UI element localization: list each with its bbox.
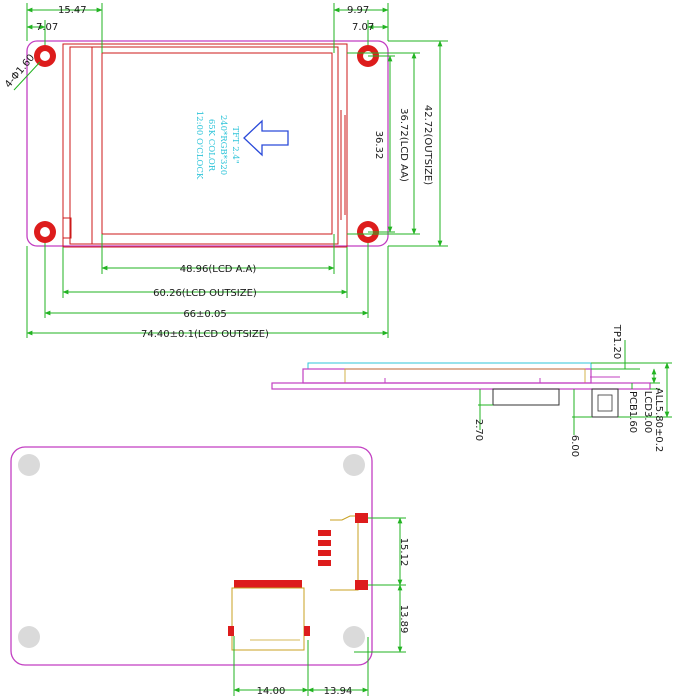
dim-spacing-bottom: 13.89 xyxy=(398,605,409,634)
dim-lcd-aa-width: 48.96(LCD A.A) xyxy=(180,264,257,275)
dim-left-hole: 7.07 xyxy=(36,22,58,33)
bottom-hole-bl xyxy=(18,626,40,648)
dim-spacing-top: 15.12 xyxy=(398,538,409,567)
lcd-outline xyxy=(62,43,348,248)
dim-connector2-height: 6.00 xyxy=(569,435,580,457)
bottom-hole-tr xyxy=(343,454,365,476)
bottom-pcb-outline xyxy=(10,446,373,666)
fpc-connector xyxy=(228,580,310,651)
side-pcb xyxy=(271,382,651,390)
dim-bottom-right: 13.94 xyxy=(324,686,353,697)
touch-panel xyxy=(307,362,592,370)
dim-all: ALL5.80±0.2 xyxy=(653,388,664,453)
dim-connector-height: 2.70 xyxy=(473,419,484,441)
side-view: TP1.20 ALL5.80±0.2 LCD3.00 PCB1.60 2.70 … xyxy=(271,324,672,457)
mounting-hole-tl xyxy=(34,45,56,67)
orientation-arrow-icon xyxy=(243,119,289,157)
dim-outside-height: 42.72(OUTSIZE) xyxy=(422,105,433,185)
hole-label: 4-Φ1.60 xyxy=(3,52,37,90)
dim-hole-pitch-h: 36.32 xyxy=(373,131,384,160)
lcd-active-area xyxy=(101,52,333,235)
lcd-label-line4: 12:00 O'CLOCK xyxy=(194,111,204,180)
lcd-label-line2: 240*RGB*320 xyxy=(218,115,228,175)
dim-lcd-thickness: LCD3.00 xyxy=(642,391,653,434)
side-connector-1 xyxy=(492,388,560,406)
dim-lcd-outsize-width: 60.26(LCD OUTSIZE) xyxy=(153,288,257,299)
bottom-hole-br xyxy=(343,626,365,648)
mounting-hole-bl xyxy=(34,221,56,243)
dim-lcd-aa-height: 36.72(LCD AA) xyxy=(398,108,409,182)
dim-pcb-width: 74.40±0.1(LCD OUTSIZE) xyxy=(141,329,269,340)
bottom-hole-tl xyxy=(18,454,40,476)
top-view: TFT 2.4" 240*RGB*320 65K COLOR 12:00 O'C… xyxy=(3,3,448,340)
dim-right-hole: 7.07 xyxy=(352,22,374,33)
dim-bottom-left: 14.00 xyxy=(257,686,286,697)
dim-right-offset: 9.97 xyxy=(347,5,369,16)
side-connector-pins xyxy=(318,513,368,591)
side-lcd xyxy=(302,368,592,384)
dim-hole-pitch-w: 66±0.05 xyxy=(183,309,226,320)
lcd-label-line1: TFT 2.4" xyxy=(230,126,240,163)
lcd-bezel xyxy=(69,46,339,245)
dim-left-offset: 15.47 xyxy=(58,5,87,16)
bottom-view: 15.12 13.89 14.00 13.94 xyxy=(10,446,409,697)
side-connector-2 xyxy=(591,388,619,418)
dim-pcb-thickness: PCB1.60 xyxy=(627,391,638,433)
dim-tp: TP1.20 xyxy=(611,324,622,359)
lcd-label-line3: 65K COLOR xyxy=(206,119,216,172)
